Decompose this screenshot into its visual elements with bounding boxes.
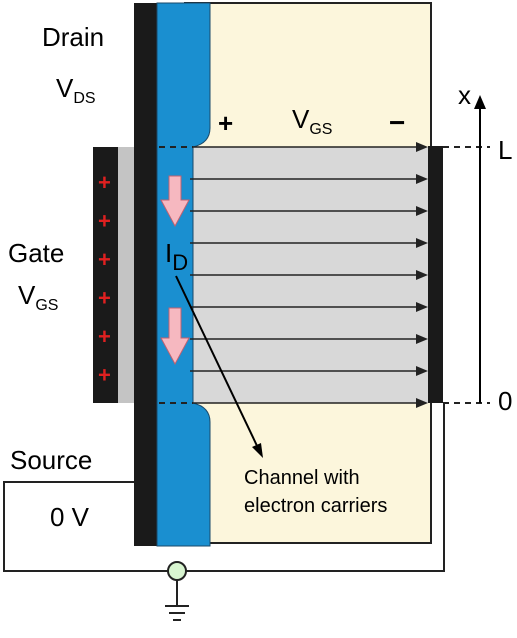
field-line-arrowhead xyxy=(416,302,428,312)
channel-label-line1: Channel with xyxy=(244,467,360,489)
field-lines xyxy=(190,142,428,408)
axis-L-label: L xyxy=(498,135,512,165)
field-line-arrowhead xyxy=(416,238,428,248)
gate-charge-plus: + xyxy=(98,247,111,272)
gate-charges: + + + + + + xyxy=(98,170,111,388)
x-axis-arrowhead xyxy=(474,95,486,109)
field-line-arrowhead xyxy=(416,398,428,408)
ground-symbol-icon xyxy=(165,605,189,621)
vgs-plus-sign: + xyxy=(218,108,233,138)
gate-charge-plus: + xyxy=(98,209,111,234)
source-label: Source xyxy=(10,445,92,475)
current-label: ID xyxy=(165,238,188,275)
channel-pointer-arrowhead xyxy=(252,443,263,458)
current-arrow-top xyxy=(160,175,190,228)
boundary-dashes xyxy=(159,146,490,404)
current-arrow-bottom xyxy=(160,307,190,366)
gate-charge-plus: + xyxy=(98,324,111,349)
field-line-arrowhead xyxy=(416,142,428,152)
channel-label-line2: electron carriers xyxy=(244,495,387,517)
vgs-top-label: VGS xyxy=(292,104,332,138)
drain-source-contact xyxy=(134,3,159,546)
field-line-arrowhead xyxy=(416,174,428,184)
vgs-gate-label: VGS xyxy=(18,280,58,314)
axis-0-label: 0 xyxy=(498,386,512,416)
channel-end-contact xyxy=(428,146,443,403)
gate-charge-plus: + xyxy=(98,363,111,388)
channel-pointer-line xyxy=(175,275,260,451)
gate-charge-plus: + xyxy=(98,170,111,195)
vds-label: VDS xyxy=(56,73,96,107)
field-line-arrowhead xyxy=(416,270,428,280)
field-line-arrowhead xyxy=(416,206,428,216)
gate-charge-plus: + xyxy=(98,286,111,311)
ground-node xyxy=(167,561,187,581)
source-wire xyxy=(3,481,168,572)
gate-electrode xyxy=(93,147,118,403)
vgs-minus-sign: − xyxy=(389,107,405,138)
field-line-arrowhead xyxy=(416,334,428,344)
field-line-arrowhead xyxy=(416,366,428,376)
source-voltage-label: 0 V xyxy=(50,502,90,532)
axis-x-label: x xyxy=(458,80,471,110)
gate-label: Gate xyxy=(8,238,64,268)
drain-label: Drain xyxy=(42,22,104,52)
ground-wire-right xyxy=(186,403,445,572)
